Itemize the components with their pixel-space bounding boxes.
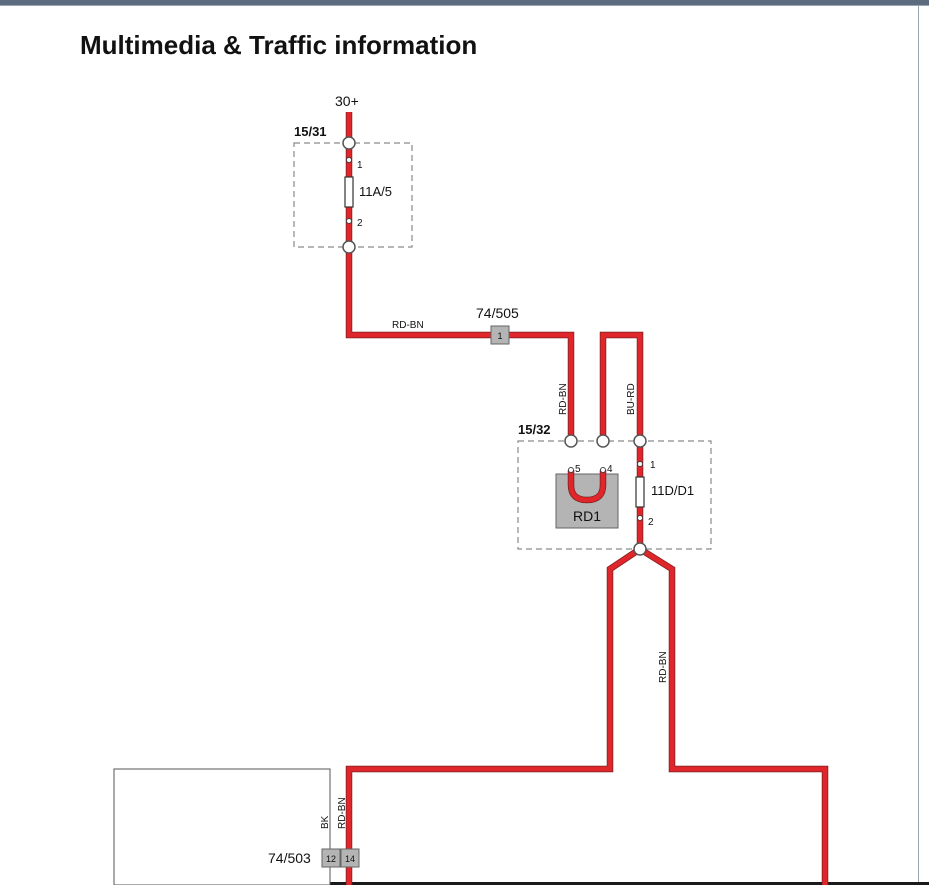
connector-74-503-pin-12-label: 12	[326, 854, 336, 864]
fuse-box-15-31-label: 15/31	[294, 124, 327, 139]
fuse-11d-d1-label: 11D/D1	[651, 483, 694, 498]
fuse-11a-5-label: 11A/5	[359, 184, 392, 199]
wire-label-bu-rd: BU-RD	[626, 383, 637, 415]
fuse-11d-d1-pin-2	[637, 515, 643, 521]
wire-bu-rd-loop	[600, 332, 643, 441]
wire-relay-loop	[568, 470, 606, 503]
fuse-11a-5-pin-2-label: 2	[357, 218, 363, 229]
relay-rd1-label: RD1	[573, 508, 601, 524]
wire-label-rd-bn-3: RD-BN	[658, 651, 669, 683]
fuse-11d-d1-pin-1	[637, 461, 643, 467]
connector-74-505-label: 74/505	[476, 305, 519, 321]
wires	[346, 112, 828, 885]
wire-label-rd-bn-4: RD-BN	[337, 797, 348, 829]
node-15-31-bottom	[342, 240, 356, 254]
page-bottom-edge	[195, 882, 929, 885]
node-15-32-pin-1	[633, 434, 647, 448]
relay-pin-5	[568, 467, 574, 473]
relay-pin-5-label: 5	[575, 464, 581, 475]
fuse-11d-d1	[635, 476, 645, 508]
fuse-box-15-32-label: 15/32	[518, 422, 551, 437]
node-15-32-pin-2	[633, 542, 647, 556]
connector-74-503-label: 74/503	[268, 850, 311, 866]
wire-label-bk: BK	[320, 815, 331, 829]
connector-74-505-pin: 1	[497, 331, 502, 341]
connector-74-503-pin-14-label: 14	[345, 854, 355, 864]
supply-30-label: 30+	[335, 93, 359, 109]
fuse-11a-5-pin-1	[346, 157, 352, 163]
page-title: Multimedia & Traffic information	[80, 30, 478, 60]
wire-branch-right	[638, 546, 828, 885]
node-15-32-pin-4	[596, 434, 610, 448]
module-box	[113, 768, 331, 885]
wire-label-rd-bn-2: RD-BN	[558, 383, 569, 415]
fuse-11a-5-pin-2	[346, 218, 352, 224]
relay-pin-4-label: 4	[607, 464, 613, 475]
fuse-11a-5	[344, 176, 354, 208]
node-15-32-pin-5	[564, 434, 578, 448]
fuse-11d-d1-pin-2-label: 2	[648, 517, 654, 528]
connector-74-505	[490, 325, 510, 345]
wire-label-rd-bn-1: RD-BN	[392, 320, 424, 331]
window-top-bar	[0, 0, 929, 6]
page-right-edge	[918, 6, 919, 885]
fuse-11a-5-pin-1-label: 1	[357, 160, 363, 171]
fuse-11d-d1-pin-1-label: 1	[650, 460, 656, 471]
connector-74-503-pin-14	[340, 848, 360, 868]
node-15-31-top	[342, 136, 356, 150]
connector-74-503-pin-12	[321, 848, 341, 868]
wire-30-to-15-32	[346, 112, 574, 441]
relay-pin-4	[600, 467, 606, 473]
wire-branch-left	[346, 546, 642, 885]
